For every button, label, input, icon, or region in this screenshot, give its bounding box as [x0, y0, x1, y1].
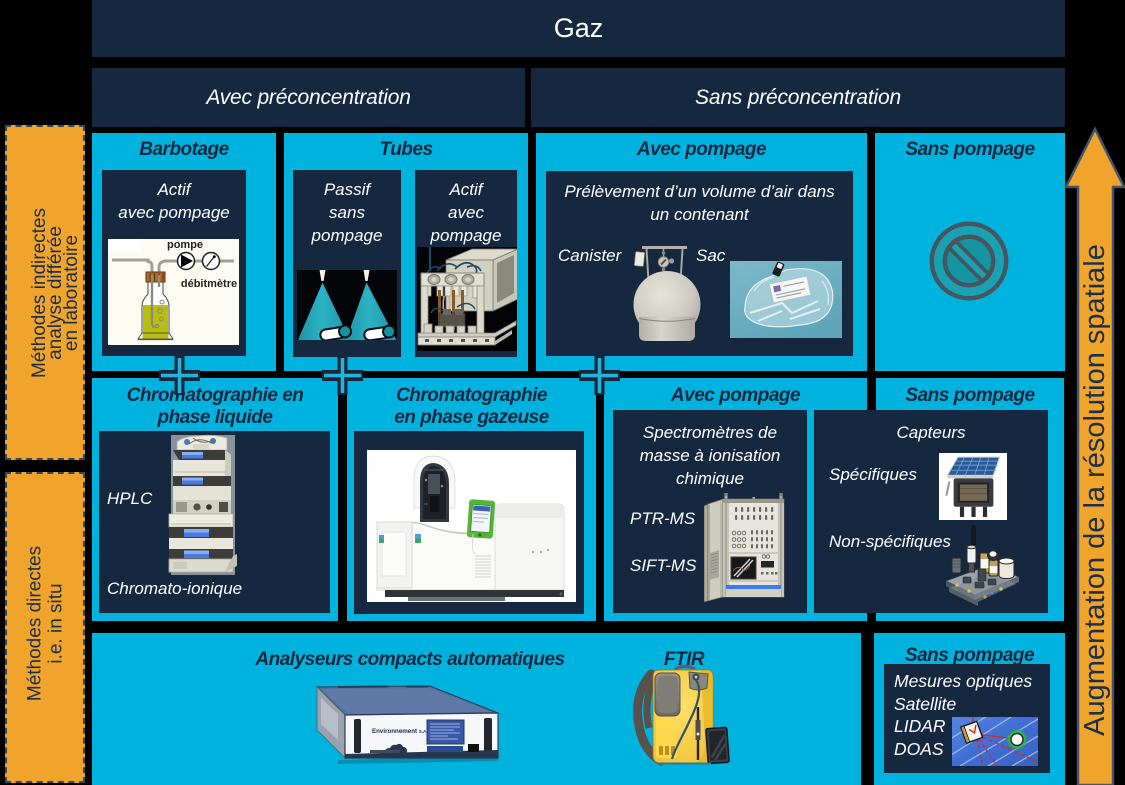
svg-text:pompe: pompe: [167, 239, 203, 251]
svg-text:Environnement S.A: Environnement S.A: [372, 728, 427, 735]
svg-text:débitmètre: débitmètre: [181, 278, 237, 290]
